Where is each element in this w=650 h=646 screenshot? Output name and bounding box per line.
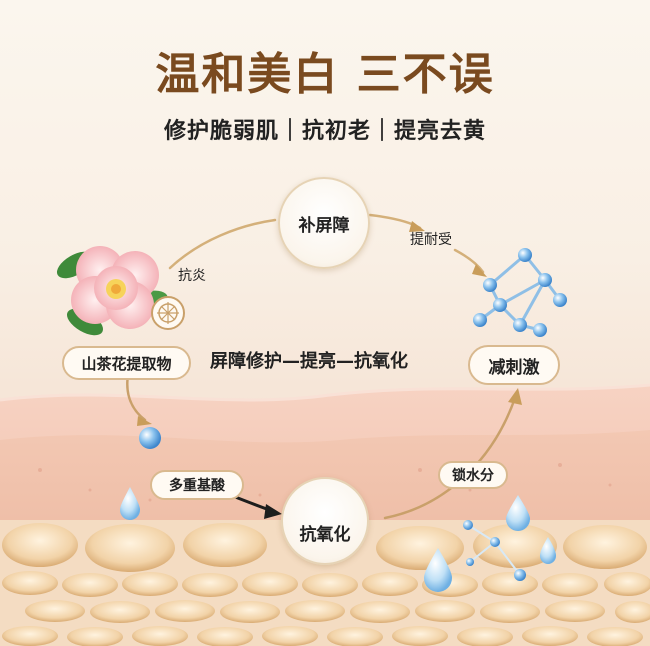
- node-antioxidant-label: 抗氧化: [299, 525, 351, 545]
- cell-layer: [0, 520, 650, 646]
- molecule-icon: [473, 248, 567, 337]
- active-sphere-icon: [139, 427, 161, 449]
- lock-water-label: 锁水分: [452, 468, 494, 484]
- water-drop-icon: [506, 495, 530, 531]
- anti-inflammatory-badge-icon: [151, 296, 185, 330]
- ingredient-label: 山茶花提取物: [81, 354, 172, 373]
- arrowhead-tolerance: [409, 221, 425, 232]
- node-barrier-label: 补屏障: [298, 215, 350, 236]
- hydration-molecule-icon: [463, 520, 526, 581]
- polyacids-tag: 多重基酸: [150, 470, 244, 500]
- node-barrier: 补屏障: [278, 177, 370, 269]
- water-drop-icon: [120, 487, 140, 520]
- lock-water-tag: 锁水分: [438, 461, 508, 489]
- node-antioxidant: 抗氧化: [281, 477, 369, 565]
- headline: 温和美白 三不误: [155, 49, 495, 100]
- camellia-flower-icon: [56, 246, 168, 336]
- node-irritation: 减刺激: [468, 345, 560, 385]
- arc-ingredient-to-barrier: [168, 218, 277, 270]
- arc-to-molecule: [453, 248, 485, 274]
- polyacids-label: 多重基酸: [169, 478, 225, 494]
- ingredient-pill: 山茶花提取物: [62, 346, 191, 380]
- anti-inflammatory-label: 抗炎: [178, 268, 206, 284]
- tagline: 修护脆弱肌｜抗初老｜提亮去黄: [163, 119, 486, 144]
- node-irritation-label: 减刺激: [488, 357, 540, 378]
- water-drop-icon: [540, 537, 556, 564]
- water-drop-icon: [424, 548, 452, 592]
- process-text: 屏障修护—提亮—抗氧化: [210, 351, 408, 372]
- tolerance-label: 提耐受: [410, 232, 452, 248]
